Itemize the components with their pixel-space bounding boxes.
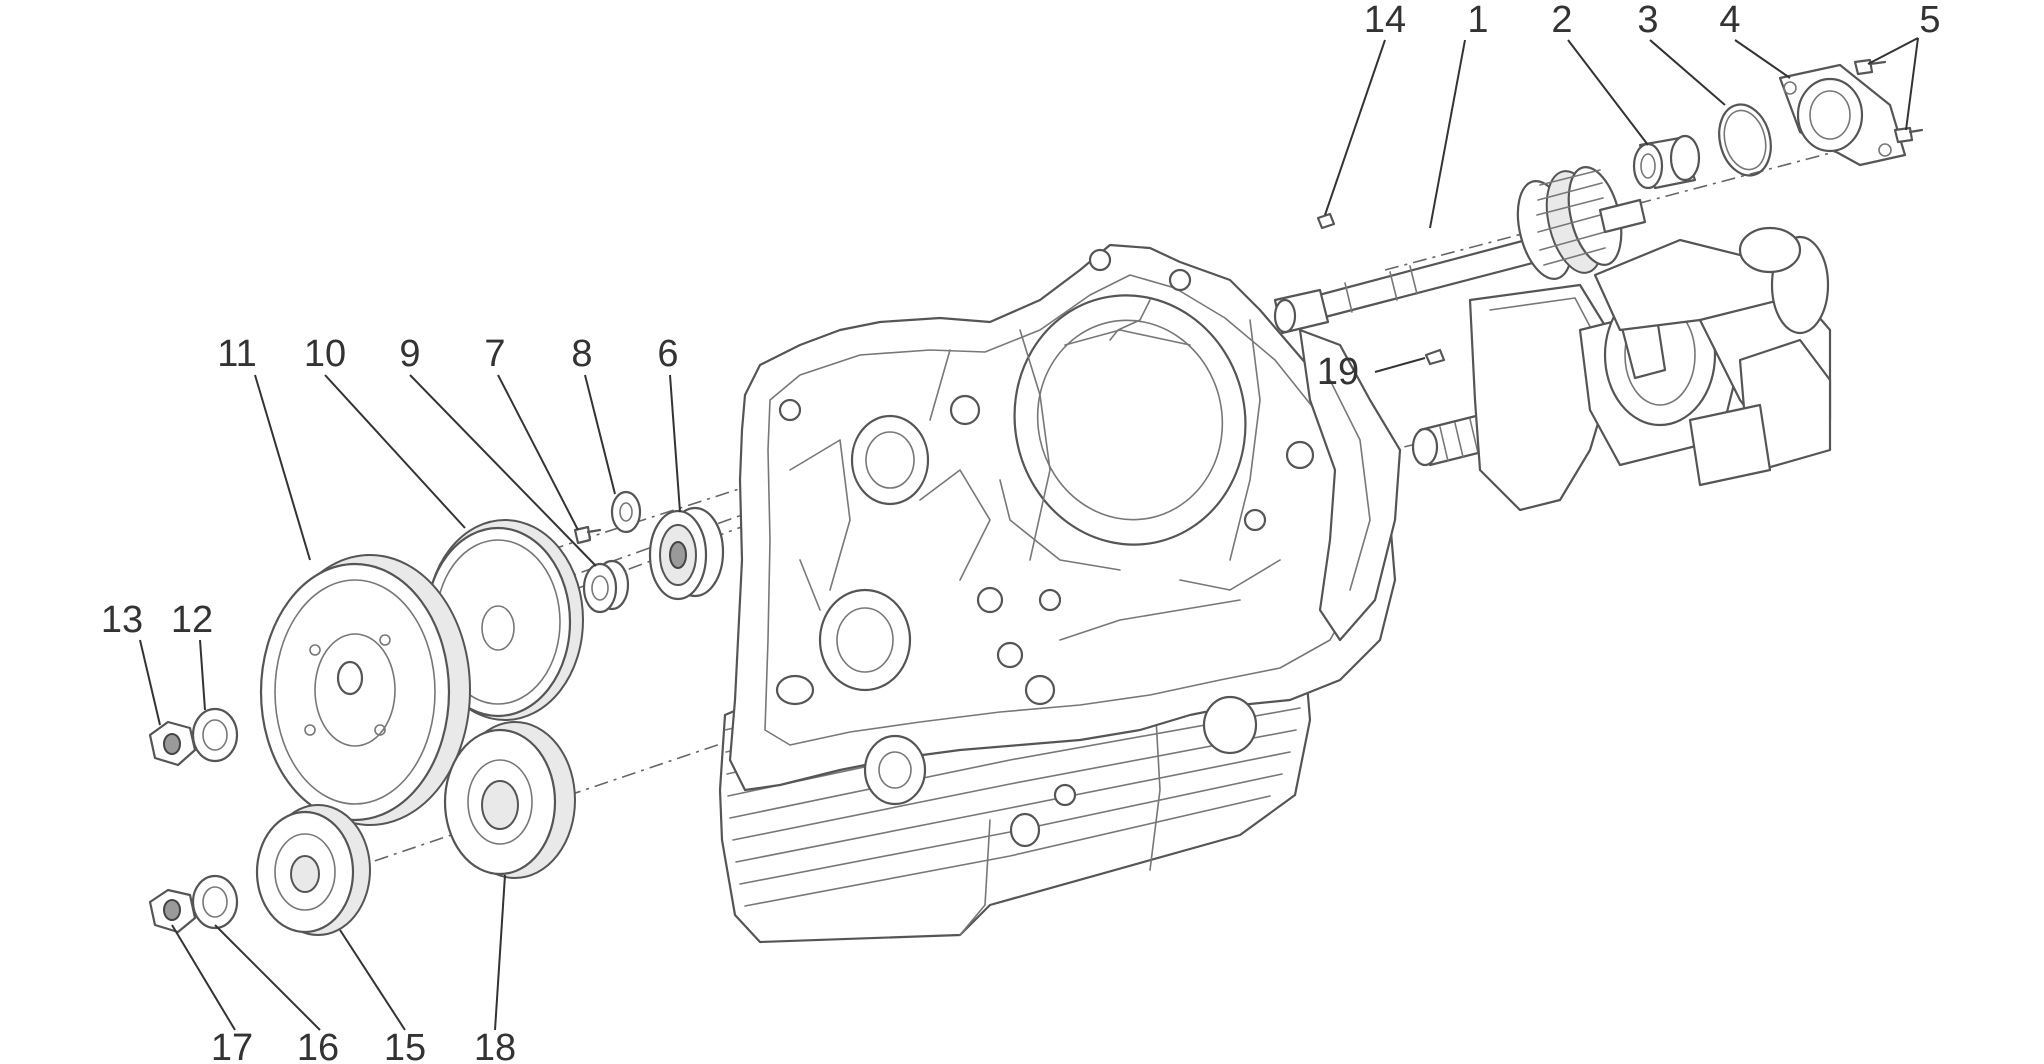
callout-18: 18 [474,1027,516,1064]
callout-11: 11 [217,333,256,375]
callout-19: 19 [1317,351,1359,393]
shaft-assembly [1273,166,1647,366]
callout-16: 16 [297,1027,339,1064]
callout-2: 2 [1551,0,1572,41]
callout-6: 6 [657,333,678,375]
callout-15: 15 [384,1027,426,1064]
callout-17: 17 [211,1027,253,1064]
callout-13: 13 [101,599,143,641]
callout-5: 5 [1919,0,1940,41]
callout-10: 10 [304,333,346,375]
engine-crankcase [718,243,1402,944]
callout-labels: 1 2 3 4 5 6 7 8 9 10 11 12 13 14 15 16 1… [101,0,1941,1064]
callout-1: 1 [1467,0,1488,41]
callout-9: 9 [399,333,420,375]
callout-7: 7 [484,333,505,375]
gear-train [148,490,725,936]
callout-4: 4 [1719,0,1740,41]
callout-14: 14 [1364,0,1406,41]
callout-3: 3 [1637,0,1658,41]
callout-12: 12 [171,599,213,641]
bearing-cover-parts [1632,58,1924,190]
crankshaft [1411,226,1832,512]
leader-lines [139,37,1919,1031]
callout-8: 8 [571,333,592,375]
